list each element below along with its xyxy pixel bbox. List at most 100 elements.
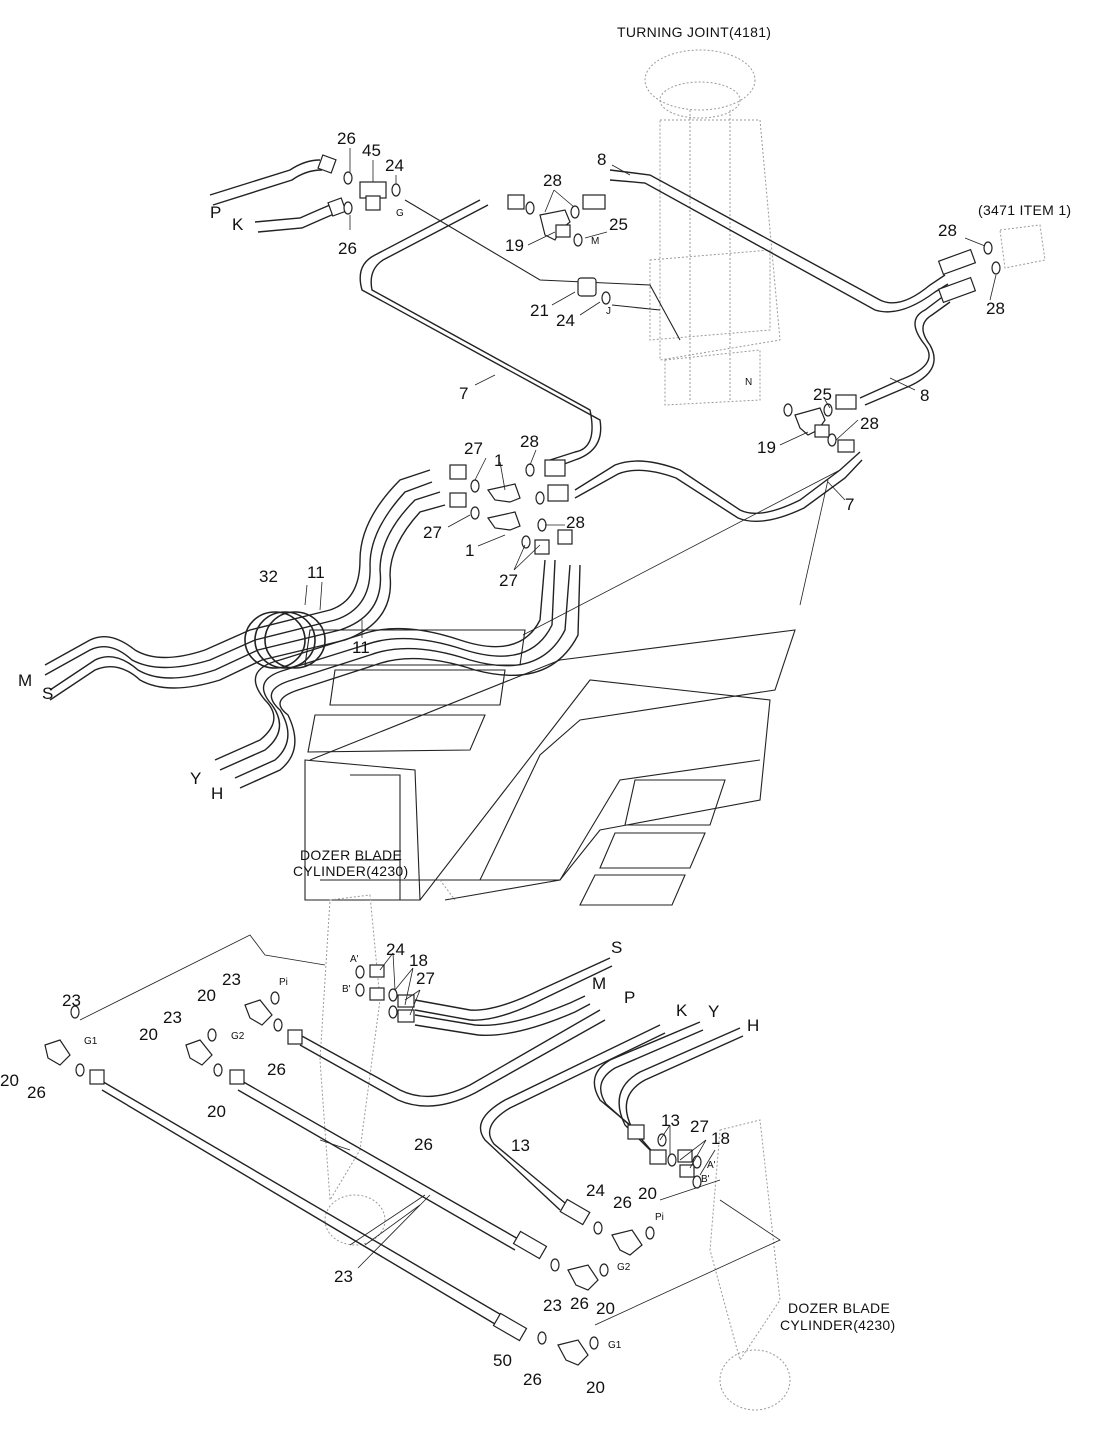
- part-label: 23: [163, 1008, 182, 1027]
- part-label: 23: [222, 970, 241, 989]
- part-label: 13: [511, 1136, 530, 1155]
- part-label: 27: [690, 1117, 709, 1136]
- part-label: 23: [62, 991, 81, 1010]
- upper-pipes: [359, 169, 951, 636]
- port-label: A': [707, 1160, 716, 1171]
- part-label: 50: [493, 1351, 512, 1370]
- dozer-blade-upper-title-line1: DOZER BLADE: [300, 847, 402, 863]
- part-label: 19: [505, 236, 524, 255]
- pipe-end-label: P: [624, 988, 635, 1007]
- part-label: 24: [385, 156, 404, 175]
- lower-fittings: [44, 964, 702, 1366]
- part-label: 26: [27, 1083, 46, 1102]
- part-label: 20: [586, 1378, 605, 1397]
- turning-joint-ghost: [644, 49, 781, 406]
- pipe-end-label: H: [211, 784, 223, 803]
- pipe-end-label: Y: [190, 769, 201, 788]
- part-label: 7: [845, 495, 854, 514]
- part-label: 8: [920, 386, 929, 405]
- part-label: 27: [499, 571, 518, 590]
- part-label: 28: [520, 432, 539, 451]
- part-label: 28: [938, 221, 957, 240]
- part-label: 28: [543, 171, 562, 190]
- part-label: 26: [613, 1193, 632, 1212]
- part-label: 28: [860, 414, 879, 433]
- pipe-end-label: H: [747, 1016, 759, 1035]
- port-label: B': [701, 1174, 710, 1185]
- part-label: 20: [139, 1025, 158, 1044]
- turning-joint-title: TURNING JOINT(4181): [617, 24, 771, 40]
- part-label: 26: [523, 1370, 542, 1389]
- part-label: 13: [661, 1111, 680, 1130]
- part-label: 26: [414, 1135, 433, 1154]
- part-label: 1: [465, 541, 474, 560]
- port-label: J: [606, 306, 611, 317]
- part-label: 28: [566, 513, 585, 532]
- port-label: M: [591, 236, 599, 247]
- item-ref-ghost: [999, 224, 1046, 269]
- port-label: Pi: [279, 977, 288, 988]
- pipe-end-label: K: [676, 1001, 688, 1020]
- part-label: 26: [570, 1294, 589, 1313]
- dozer-blade-lower-title-line2: CYLINDER(4230): [780, 1317, 895, 1333]
- part-label: 24: [556, 311, 575, 330]
- part-label: 28: [986, 299, 1005, 318]
- part-labels: 26 45 24 P K 26 8 28 19 25 21 24 28 28 7…: [0, 129, 1005, 1397]
- part-label: 21: [530, 301, 549, 320]
- part-label: 20: [207, 1102, 226, 1121]
- pipe-end-label: S: [611, 938, 622, 957]
- dozer-blade-lower-title-line1: DOZER BLADE: [788, 1300, 890, 1316]
- part-label: 18: [409, 951, 428, 970]
- port-label: G: [396, 208, 404, 219]
- part-label: 20: [197, 986, 216, 1005]
- item-ref-title: (3471 ITEM 1): [978, 202, 1071, 218]
- part-label: 25: [609, 215, 628, 234]
- part-label: 19: [757, 438, 776, 457]
- part-label: 24: [586, 1181, 605, 1200]
- dozer-cylinder-ghosts: [319, 879, 791, 1411]
- port-label: G2: [231, 1031, 245, 1042]
- part-label: 32: [259, 567, 278, 586]
- pipe-end-label: S: [42, 684, 53, 703]
- part-label: 45: [362, 141, 381, 160]
- upper-fittings: [209, 154, 1001, 555]
- part-label: 20: [638, 1184, 657, 1203]
- titles: TURNING JOINT(4181) (3471 ITEM 1) DOZER …: [293, 24, 1071, 1333]
- part-label: 26: [337, 129, 356, 148]
- part-label: 23: [334, 1267, 353, 1286]
- part-label: 26: [338, 239, 357, 258]
- port-label: N: [745, 377, 752, 388]
- port-label: Pi: [655, 1212, 664, 1223]
- hose-bundle: [44, 469, 581, 789]
- port-label: G1: [608, 1340, 622, 1351]
- part-label: 20: [596, 1299, 615, 1318]
- port-label: G2: [617, 1262, 631, 1273]
- port-label: B': [342, 984, 351, 995]
- part-label: 26: [267, 1060, 286, 1079]
- pipe-end-label: K: [232, 215, 244, 234]
- pipe-end-label: Y: [708, 1002, 719, 1021]
- lower-pipes: [79, 934, 781, 1331]
- label-leaders: [304, 148, 997, 1269]
- part-label: 27: [423, 523, 442, 542]
- part-label: 20: [0, 1071, 19, 1090]
- part-label: 27: [464, 439, 483, 458]
- part-label: 7: [459, 384, 468, 403]
- port-label: G1: [84, 1036, 98, 1047]
- port-label: A': [350, 954, 359, 965]
- pipe-end-label: M: [18, 671, 32, 690]
- pipe-end-label: P: [210, 203, 221, 222]
- part-label: 24: [386, 940, 405, 959]
- dozer-blade-upper-title-line2: CYLINDER(4230): [293, 863, 408, 879]
- part-label: 27: [416, 969, 435, 988]
- port-labels: G M J N A' B' Pi G1 G2 A' B' Pi G2 G1: [84, 208, 752, 1351]
- part-label: 25: [813, 385, 832, 404]
- part-label: 23: [543, 1296, 562, 1315]
- pipe-end-label: M: [592, 974, 606, 993]
- part-label: 1: [494, 451, 503, 470]
- part-label: 18: [711, 1129, 730, 1148]
- part-label: 11: [307, 563, 325, 582]
- upper-frame: [304, 629, 796, 906]
- part-label: 11: [352, 638, 370, 657]
